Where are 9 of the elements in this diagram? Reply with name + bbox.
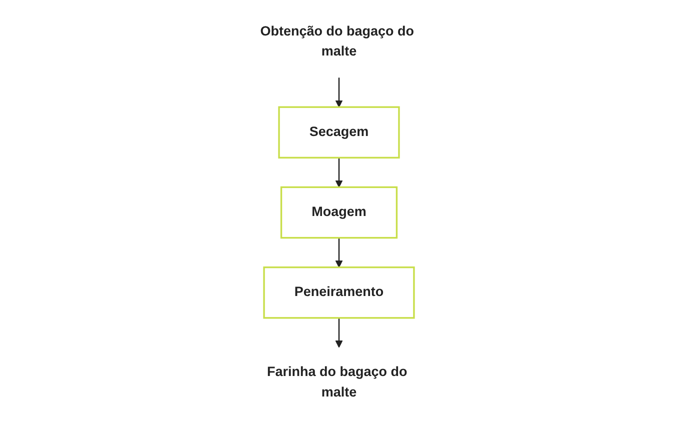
- node-box: Secagem: [278, 106, 400, 159]
- arrow: [335, 318, 343, 348]
- node-text: Farinha do bagaço do malte: [267, 365, 408, 400]
- arrow: [335, 238, 343, 268]
- node-text: Obtenção do bagaço do malte: [260, 24, 414, 60]
- node-box: Peneiramento: [263, 266, 415, 319]
- node-box: Moagem: [280, 186, 398, 239]
- arrow: [335, 158, 343, 188]
- arrow: [335, 78, 343, 108]
